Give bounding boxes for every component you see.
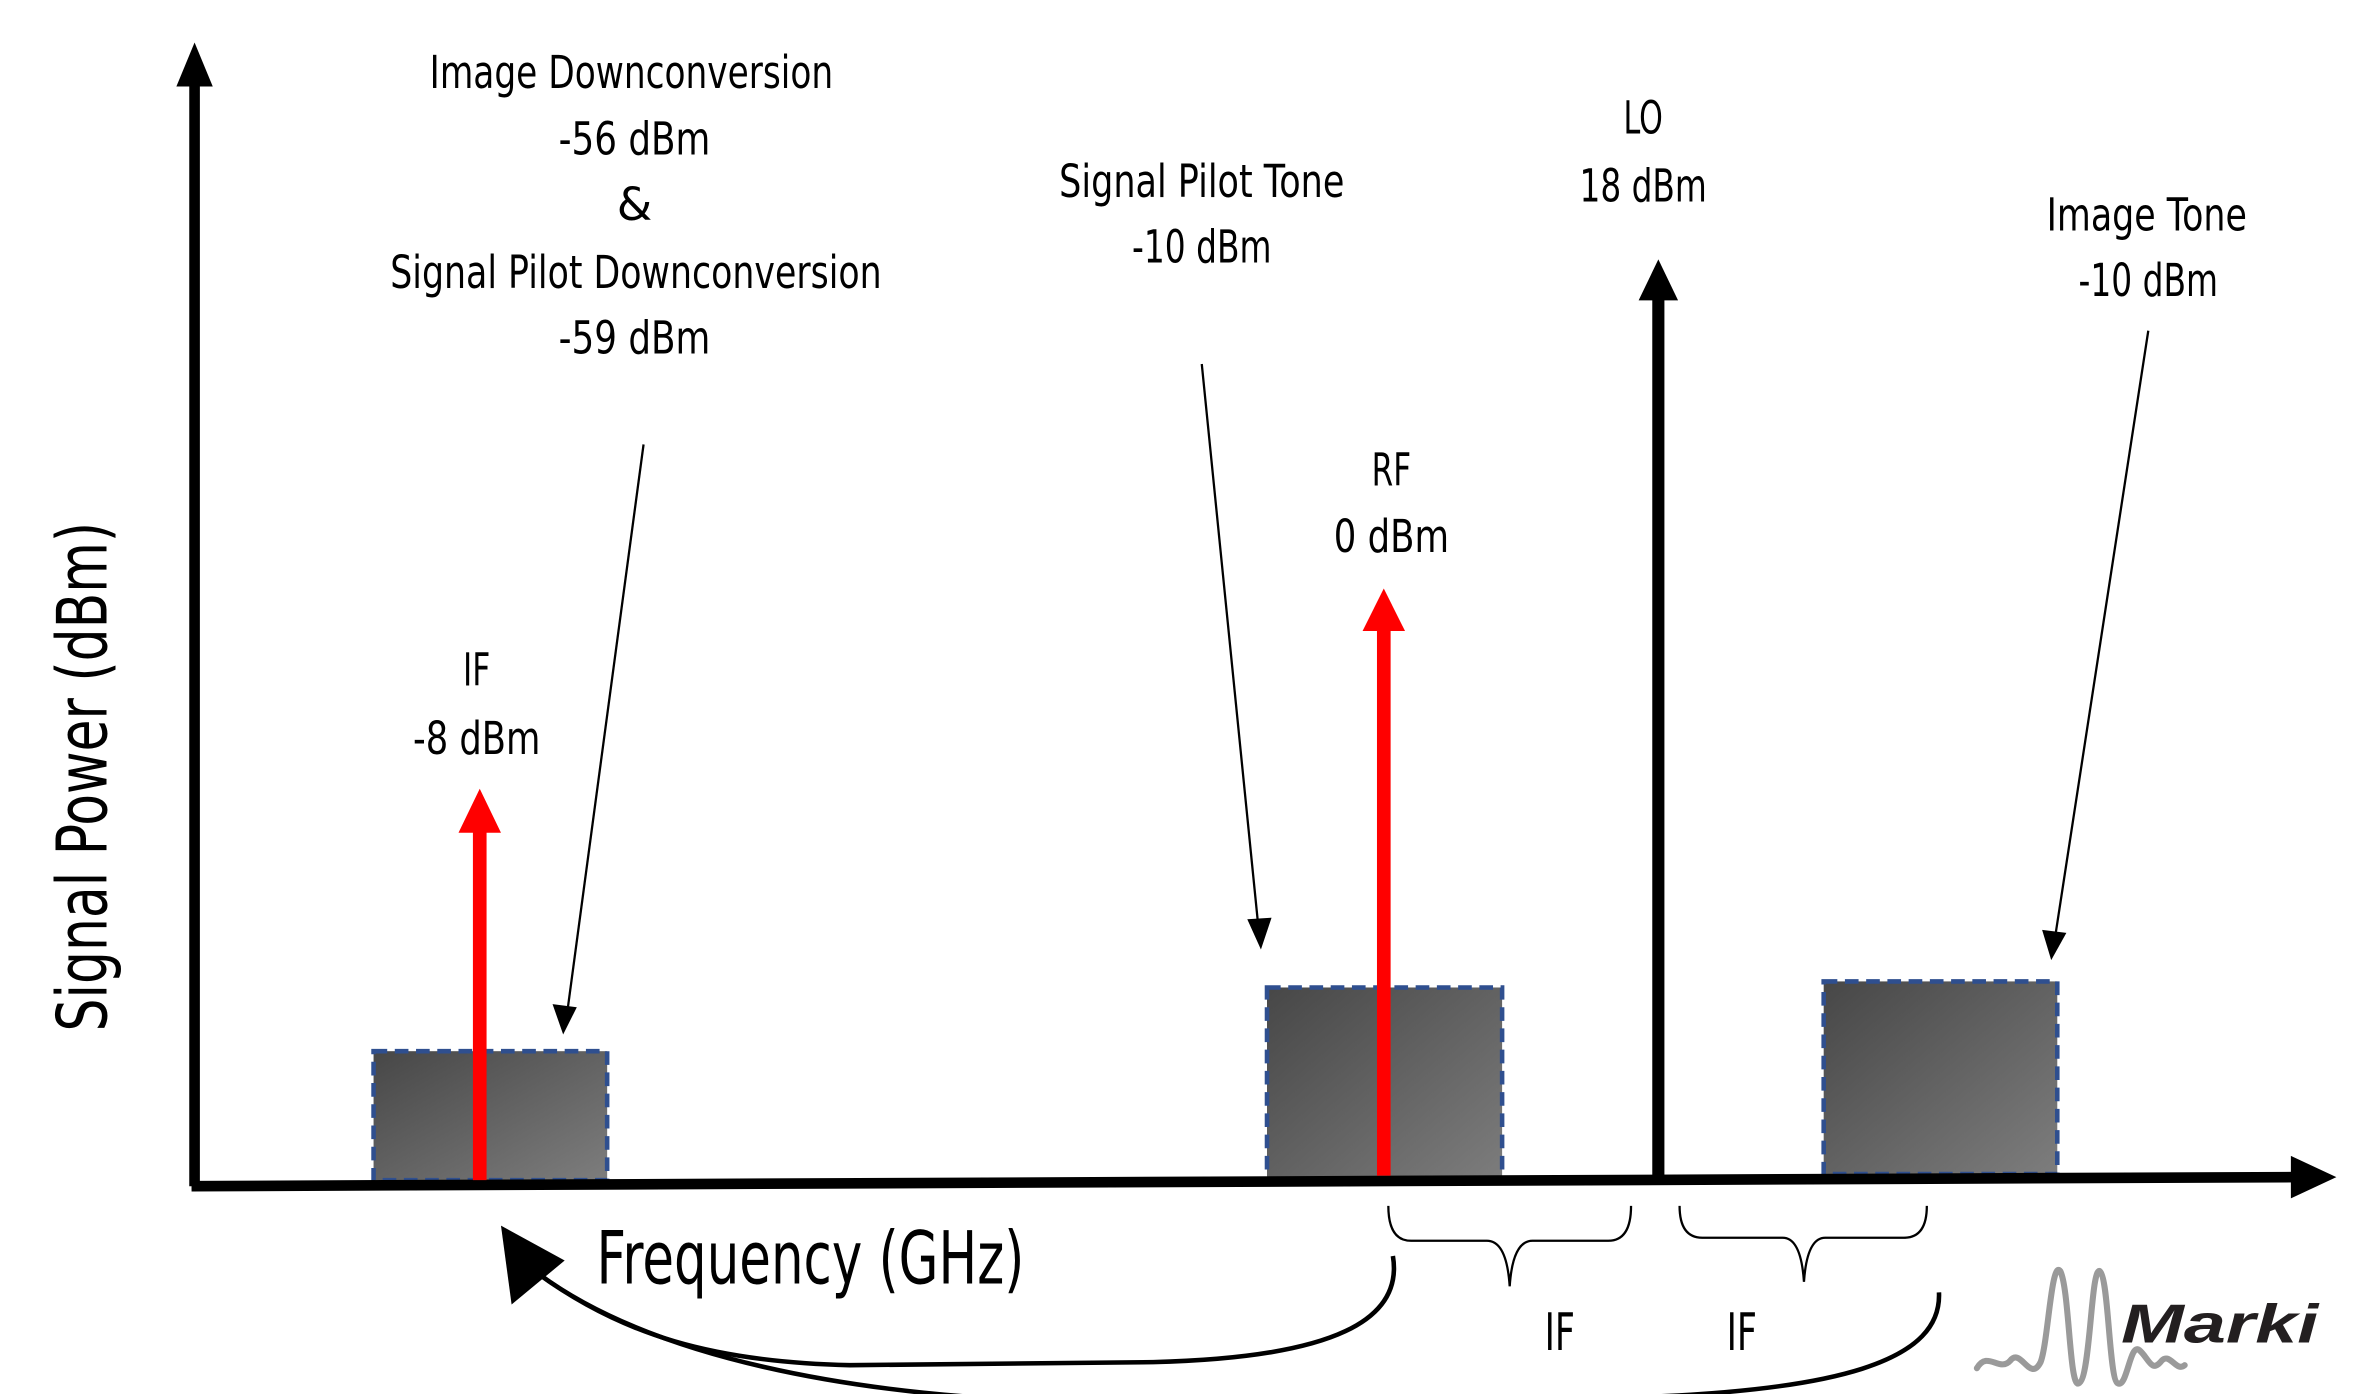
svg-text:-10 dBm: -10 dBm	[1132, 220, 1272, 273]
svg-text:&: &	[617, 178, 652, 231]
conversion-arrowhead	[500, 1225, 565, 1305]
if-brace-right	[1678, 1205, 1928, 1282]
svg-text:-10 dBm: -10 dBm	[2079, 254, 2219, 307]
lo-arrow	[1638, 259, 1679, 1181]
image-band-box	[1821, 979, 2060, 1177]
svg-text:Signal Pilot Downconversion: Signal Pilot Downconversion	[390, 246, 881, 299]
svg-text:Image Tone: Image Tone	[2047, 189, 2247, 242]
x-axis-label: Frequency (GHz)	[597, 1216, 1025, 1301]
marki-logo: Marki	[1973, 1267, 2321, 1387]
svg-text:0 dBm: 0 dBm	[1334, 510, 1449, 563]
svg-text:RF: RF	[1372, 443, 1411, 496]
svg-text:18 dBm: 18 dBm	[1579, 160, 1706, 213]
x-axis	[191, 1155, 2337, 1199]
svg-text:LO: LO	[1623, 91, 1662, 144]
if-arrow	[458, 788, 501, 1181]
svg-text:-8 dBm: -8 dBm	[413, 712, 540, 765]
svg-text:IF: IF	[463, 644, 490, 697]
image-tone-label: Image Tone -10 dBm	[2047, 189, 2247, 307]
signal-pilot-tone-label: Signal Pilot Tone -10 dBm	[1059, 155, 1344, 273]
conversion-curves	[500, 1225, 1942, 1394]
if-band-box	[371, 1048, 610, 1183]
rf-label: RF 0 dBm	[1334, 443, 1449, 563]
image-down-callout-arrow	[552, 444, 645, 1035]
if-label: IF -8 dBm	[413, 644, 540, 765]
lo-label: LO 18 dBm	[1579, 91, 1706, 212]
rf-arrow	[1362, 588, 1406, 1176]
if-brace-left-label: IF	[1545, 1303, 1575, 1363]
if-brace-left	[1387, 1205, 1633, 1287]
svg-text:-59 dBm: -59 dBm	[559, 311, 711, 364]
y-axis-label: Signal Power (dBm)	[43, 522, 124, 1032]
svg-text:Image Downconversion: Image Downconversion	[430, 46, 833, 99]
y-axis	[176, 42, 213, 1187]
if-brace-right-label: IF	[1727, 1303, 1757, 1363]
image-downconversion-label: Image Downconversion -56 dBm & Signal Pi…	[390, 46, 881, 364]
svg-text:Marki: Marki	[2121, 1293, 2321, 1354]
svg-text:-56 dBm: -56 dBm	[559, 113, 711, 166]
pilot-callout-arrow	[1200, 363, 1272, 950]
image-tone-callout-arrow	[2042, 330, 2150, 961]
svg-text:Signal Pilot Tone: Signal Pilot Tone	[1059, 155, 1344, 208]
